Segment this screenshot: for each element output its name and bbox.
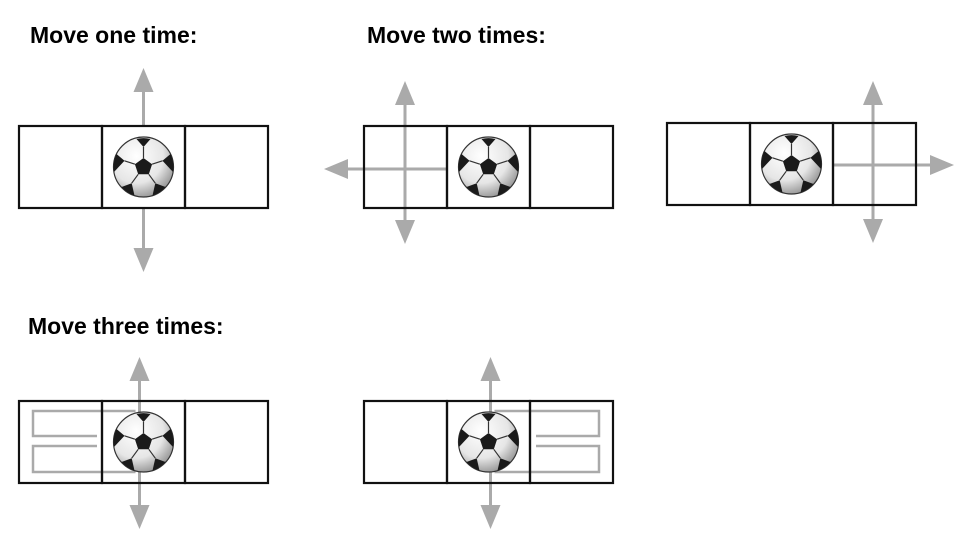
diagram-5 — [362, 357, 615, 529]
arrow-down — [395, 169, 415, 244]
grid-cell-3 — [831, 121, 918, 207]
heading-move-one-time: Move one time: — [30, 22, 198, 48]
arrow-right — [833, 155, 954, 175]
grid-cell-3 — [183, 124, 270, 210]
soccer-ball-icon — [457, 411, 520, 473]
grid-cell-1 — [665, 121, 752, 207]
heading-move-three-times: Move three times: — [28, 313, 224, 339]
soccer-ball-icon — [112, 411, 175, 473]
heading-move-two-times: Move two times: — [367, 22, 546, 48]
grid-cell-1 — [17, 124, 104, 210]
grid-cell-3 — [528, 399, 615, 485]
grid-cell-3 — [183, 399, 270, 485]
soccer-ball-icon — [112, 136, 175, 198]
grid-cell-3 — [528, 124, 615, 210]
arrow-down — [133, 208, 154, 272]
loop-path — [494, 409, 601, 474]
diagram-3 — [665, 81, 954, 243]
arrow-left — [324, 159, 447, 179]
diagram-4 — [17, 357, 270, 529]
arrow-up — [863, 81, 883, 165]
diagram-1 — [17, 68, 270, 272]
arrow-up — [395, 81, 415, 169]
grid-cell-1 — [17, 399, 104, 485]
arrow-down — [863, 165, 883, 243]
diagram-2 — [324, 81, 615, 244]
grid-cell-1 — [362, 399, 449, 485]
soccer-ball-icon — [457, 136, 520, 198]
arrow-up — [133, 68, 154, 126]
soccer-ball-icon — [760, 133, 823, 195]
loop-path — [31, 409, 136, 474]
